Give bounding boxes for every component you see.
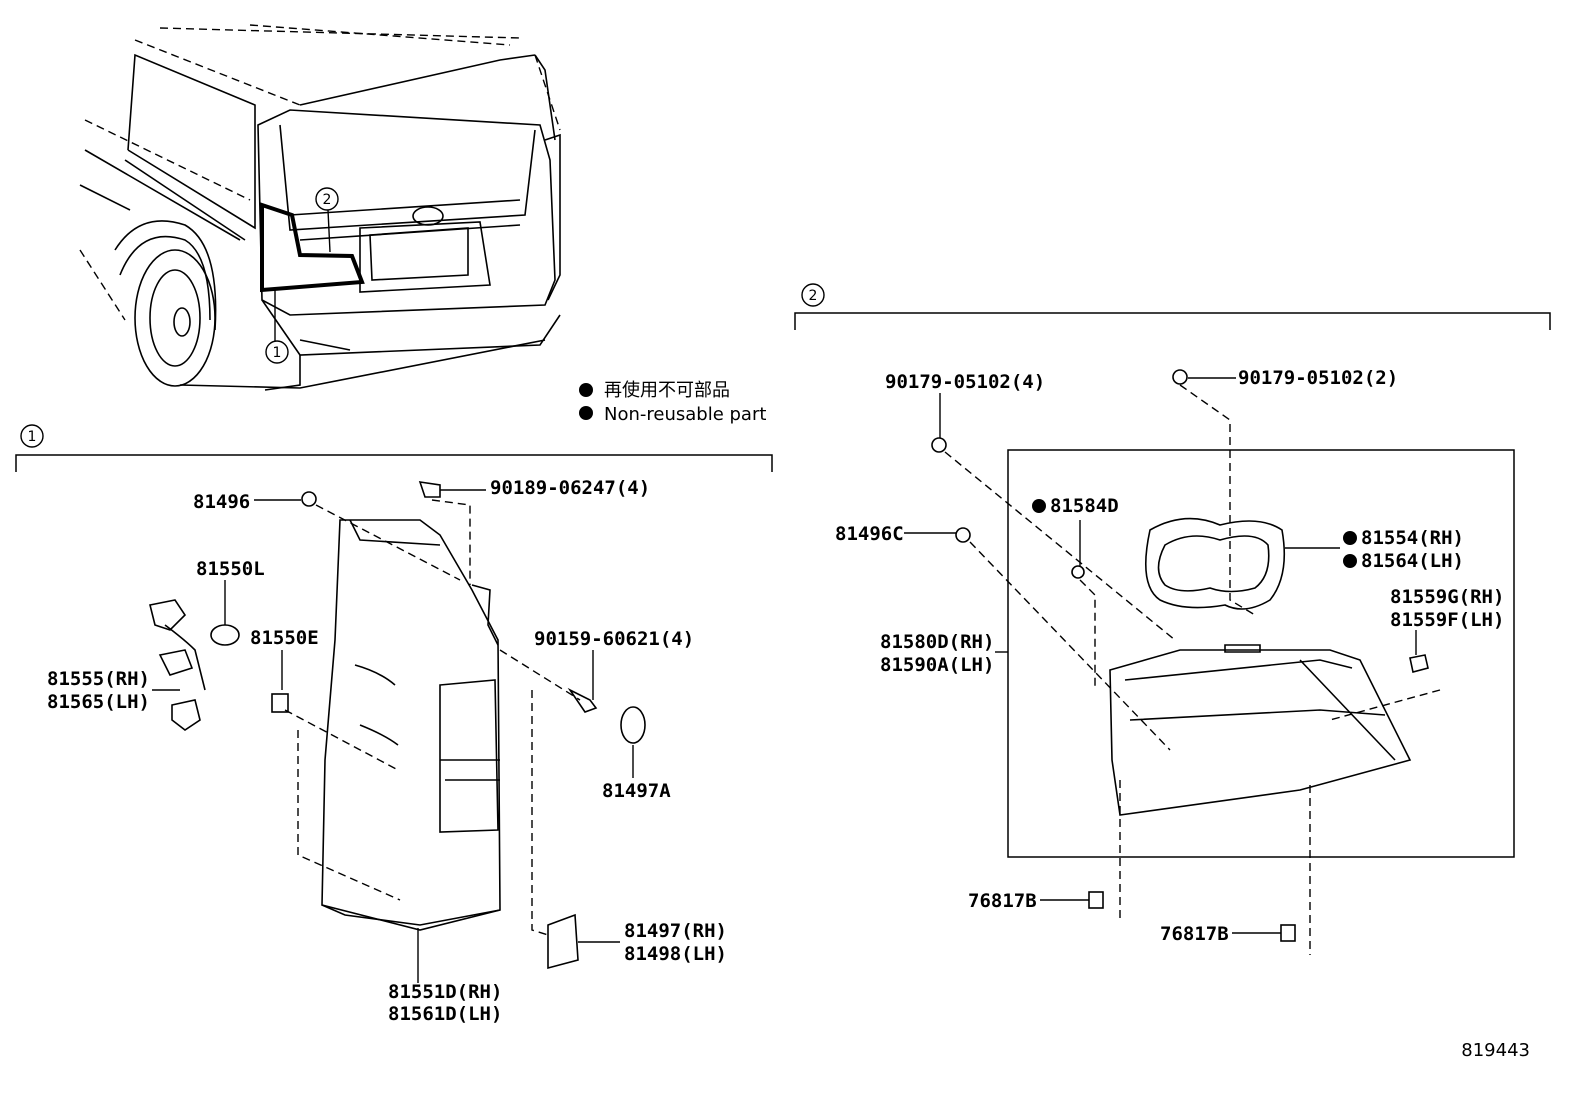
part-label-81561D-lh: 81561D(LH) [388, 1003, 502, 1025]
figure-id: 819443 [1461, 1040, 1530, 1061]
section-1: 1 [15, 424, 773, 1025]
part-label-81554-rh: 81554(RH) [1361, 527, 1464, 549]
section-2-marker: 2 [801, 283, 825, 307]
seal-81584D-icon [1071, 565, 1085, 579]
gasket-81550E-icon [271, 693, 289, 713]
non-reusable-dot-icon [579, 406, 593, 420]
part-label-81555-rh: 81555(RH) [47, 668, 150, 690]
non-reusable-81584D-icon [1032, 499, 1046, 513]
screw-90159-icon [567, 687, 598, 713]
back-door-lamp-drawing [1109, 644, 1412, 816]
vehicle-illustration [79, 24, 561, 391]
part-label-81580D-rh: 81580D(RH) [880, 631, 994, 653]
legend-en: Non-reusable part [604, 404, 766, 425]
part-label-81497-rh: 81497(RH) [624, 920, 727, 942]
clip-90179-top-icon [1172, 369, 1188, 385]
part-label-90189-06247: 90189-06247(4) [490, 477, 650, 499]
clip-81496-icon [301, 491, 317, 507]
svg-text:1: 1 [28, 429, 37, 445]
vehicle-callout-1: 1 [265, 340, 289, 364]
part-label-81496: 81496 [193, 491, 250, 513]
svg-text:2: 2 [809, 288, 818, 304]
vehicle-callout-2: 2 [315, 187, 339, 211]
bracket-81497-icon [547, 913, 579, 970]
part-label-90159-60621: 90159-60621(4) [534, 628, 694, 650]
part-label-81565-lh: 81565(LH) [47, 691, 150, 713]
clip-76817B-right-icon [1280, 924, 1296, 942]
non-reusable-81554-icon [1343, 531, 1357, 545]
part-label-81590A-lh: 81590A(LH) [880, 654, 994, 676]
section-1-bracket [15, 454, 773, 472]
legend-jp: 再使用不可部品 [604, 380, 730, 401]
part-label-81559F-lh: 81559F(LH) [1390, 609, 1504, 631]
part-label-81496C: 81496C [835, 523, 904, 545]
screw-81559G-icon [1409, 654, 1429, 673]
non-reusable-dot-icon [579, 383, 593, 397]
svg-text:1: 1 [273, 345, 282, 361]
part-label-81550E: 81550E [250, 627, 319, 649]
sub-assembly-box [1007, 449, 1515, 858]
part-label-81551D-rh: 81551D(RH) [388, 981, 502, 1003]
bulb-socket-wire-icon [149, 599, 240, 731]
section-1-marker: 1 [20, 424, 44, 448]
non-reusable-81564-icon [1343, 554, 1357, 568]
svg-text:2: 2 [323, 192, 332, 208]
part-label-81564-lh: 81564(LH) [1361, 550, 1464, 572]
screw-90189-icon [418, 481, 441, 498]
section-2-bracket [794, 312, 1551, 330]
clip-76817B-left-icon [1088, 891, 1104, 909]
gasket-81554-icon [1144, 517, 1286, 610]
rear-combination-lamp-drawing [321, 519, 501, 931]
part-label-90179-05102-2: 90179-05102(2) [1238, 367, 1398, 389]
part-label-81550L: 81550L [196, 558, 265, 580]
part-label-81497A: 81497A [602, 780, 671, 802]
cap-81497A-icon [620, 706, 646, 744]
part-label-81498-lh: 81498(LH) [624, 943, 727, 965]
clip-90179-left-icon [931, 437, 947, 453]
section-2: 2 [794, 283, 1551, 955]
clip-81496C-icon [955, 527, 971, 543]
part-label-81559G-rh: 81559G(RH) [1390, 586, 1504, 608]
part-label-90179-05102-4: 90179-05102(4) [885, 371, 1045, 393]
part-label-76817B-right: 76817B [1160, 923, 1229, 945]
legend: 再使用不可部品 Non-reusable part [579, 380, 766, 425]
part-label-76817B-left: 76817B [968, 890, 1037, 912]
part-label-81584D: 81584D [1050, 495, 1119, 517]
